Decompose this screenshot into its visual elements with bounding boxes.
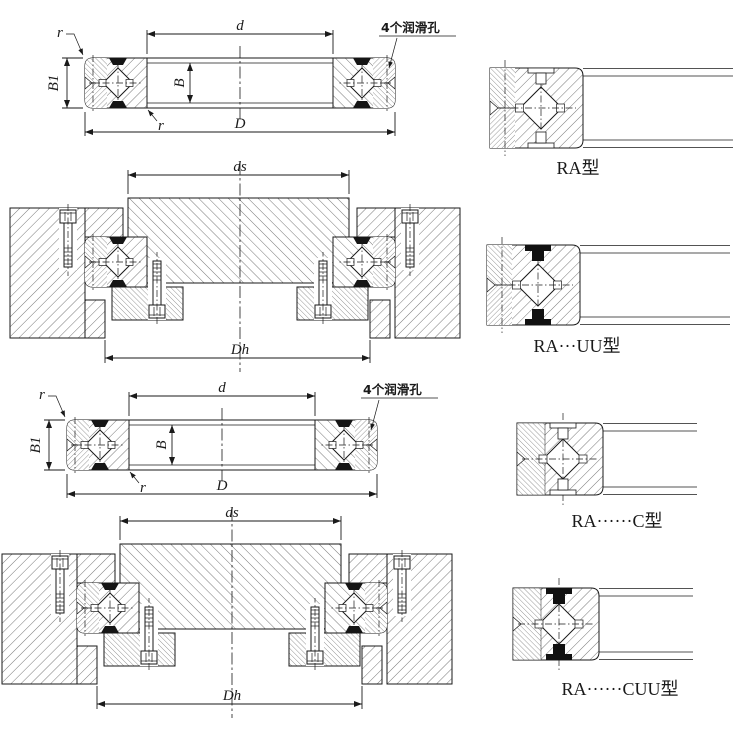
r-inner-label: r: [140, 480, 146, 496]
dim-B-label: B: [172, 78, 188, 87]
dim-D: D: [66, 474, 378, 498]
detail-view-ra: RA型: [489, 59, 734, 178]
r-top-label: r: [39, 387, 45, 403]
callout-r-top: r: [39, 387, 66, 418]
housing-lip-top-left: [76, 553, 116, 584]
dim-Dh: Dh: [104, 340, 371, 363]
lube-holes-label: 4个润滑孔: [381, 20, 440, 35]
dim-d-label: d: [218, 380, 226, 396]
clamp-plate-right: [296, 286, 369, 321]
mounting-bolt-bottom-right: [305, 597, 325, 671]
ra-bearing-cross-section: d D B B1 r r 4个润滑孔: [46, 18, 456, 136]
dim-B1: B1: [46, 57, 83, 109]
detail-view-ra-uu: RA···UU型: [486, 236, 731, 356]
housing-lip-top-right: [356, 207, 396, 238]
callout-r-inner: r: [147, 109, 164, 134]
mounting-bolt-bottom-left: [147, 251, 167, 325]
r-inner-label: r: [158, 118, 164, 134]
dim-B1-label: B1: [46, 75, 62, 92]
mounting-bolt-top-right: [400, 203, 420, 277]
housing-lip-top-left: [84, 207, 124, 238]
ra-bearing-mounted-section: ds Dh: [9, 159, 461, 372]
housing-lip-bottom-right: [369, 299, 391, 339]
clamp-plate-left: [103, 632, 176, 667]
dim-ds: ds: [127, 159, 350, 194]
mounting-bolt-top-right: [392, 549, 412, 623]
mounting-bolt-bottom-left: [139, 597, 159, 671]
detail-view-c-uu: RA······CUU型: [512, 577, 694, 699]
detail-ra-label: RA型: [556, 158, 599, 178]
housing-lip-bottom-left: [76, 645, 98, 685]
housing-lip-bottom-right: [361, 645, 383, 685]
bearing-section-left: [84, 233, 148, 291]
callout-r-inner: r: [129, 471, 146, 496]
dim-Dh-label: Dh: [222, 688, 241, 704]
detail-c-uu-section: [512, 577, 694, 671]
dim-D: D: [84, 112, 396, 136]
bearing-section-right: [332, 233, 396, 291]
dim-ds: ds: [119, 505, 342, 540]
c-bearing-mounted-section: ds Dh: [1, 505, 453, 718]
mounting-bolt-top-left: [50, 549, 70, 623]
bearing-ring-section-left: [66, 416, 130, 474]
dim-Dh: Dh: [96, 686, 363, 709]
callout-lube-holes: 4个润滑孔: [379, 20, 456, 69]
bearing-section-right: [324, 579, 388, 637]
bearing-ring-section-right: [314, 416, 378, 474]
clamp-plate-right: [288, 632, 361, 667]
dim-Dh-label: Dh: [230, 342, 249, 358]
r-top-label: r: [57, 25, 63, 41]
dim-B1-label: B1: [28, 437, 44, 454]
dim-B1: B1: [28, 419, 65, 471]
mounting-bolt-bottom-right: [313, 251, 333, 325]
detail-c-section: [516, 412, 698, 506]
bearing-ring-section-left: [84, 54, 148, 112]
dim-d: d: [146, 18, 334, 54]
callout-lube-holes: 4个润滑孔: [361, 382, 438, 431]
detail-ra-section: [489, 59, 734, 157]
detail-c-label: RA······C型: [572, 511, 663, 531]
dim-d-label: d: [236, 18, 244, 34]
bearing-section-left: [76, 579, 140, 637]
callout-r-top: r: [57, 25, 84, 56]
dim-ds-label: ds: [225, 505, 239, 521]
detail-c-uu-label: RA······CUU型: [562, 679, 679, 699]
dim-ds-label: ds: [233, 159, 247, 175]
dim-B: B: [154, 425, 176, 465]
c-bearing-cross-section: d D B B1 r r 4个润滑孔: [28, 380, 438, 498]
dim-D-label: D: [216, 478, 228, 494]
dim-d: d: [128, 380, 316, 416]
dim-B: B: [172, 62, 194, 103]
mounting-bolt-top-left: [58, 203, 78, 277]
lube-holes-label: 4个润滑孔: [363, 382, 422, 397]
detail-view-c: RA······C型: [516, 412, 698, 531]
housing-lip-top-right: [348, 553, 388, 584]
clamp-plate-left: [111, 286, 184, 321]
dim-D-label: D: [234, 116, 246, 132]
housing-lip-bottom-left: [84, 299, 106, 339]
dim-B-label: B: [154, 440, 170, 449]
detail-ra-uu-section: [486, 236, 731, 334]
bearing-ring-section-right: [332, 54, 396, 112]
detail-ra-uu-label: RA···UU型: [534, 336, 621, 356]
